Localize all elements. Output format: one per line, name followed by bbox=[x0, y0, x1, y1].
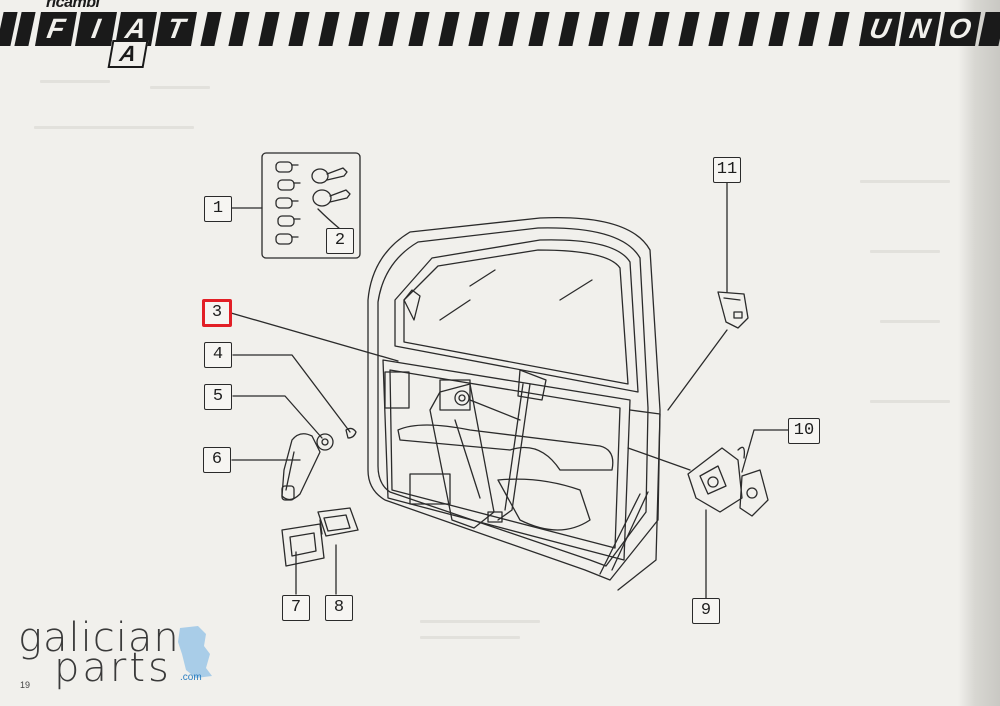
galicianparts-logo: galician parts .com bbox=[14, 618, 214, 688]
callout-2[interactable]: 2 bbox=[326, 228, 354, 254]
door-latch-drawing bbox=[687, 446, 769, 517]
callout-8[interactable]: 8 bbox=[325, 595, 353, 621]
callout-10[interactable]: 10 bbox=[788, 418, 820, 444]
callout-6[interactable]: 6 bbox=[203, 447, 231, 473]
bleed-text-line bbox=[860, 180, 950, 183]
ricambi-brand: ricambi bbox=[46, 0, 100, 11]
logo-line-parts: parts bbox=[54, 645, 172, 691]
callout-3-highlighted[interactable]: 3 bbox=[202, 299, 232, 327]
bleed-text-line bbox=[870, 250, 940, 253]
callout-leaders bbox=[230, 182, 790, 599]
bleed-text-line bbox=[40, 80, 110, 83]
callout-1[interactable]: 1 bbox=[204, 196, 232, 222]
bleed-text-line bbox=[420, 620, 540, 623]
page-edge-shadow bbox=[958, 0, 1000, 706]
callout-4[interactable]: 4 bbox=[204, 342, 232, 368]
lock-cylinder-kit-drawing bbox=[261, 152, 361, 259]
callout-11[interactable]: 11 bbox=[713, 157, 741, 183]
bleed-text-line bbox=[420, 636, 520, 639]
catalog-header: ricambi F I A T A U N O bbox=[0, 0, 1000, 68]
bleed-text-line bbox=[150, 86, 210, 89]
bleed-text-line bbox=[34, 126, 194, 129]
page-number: 19 bbox=[20, 680, 31, 690]
callout-7[interactable]: 7 bbox=[282, 595, 310, 621]
bleed-text-line bbox=[870, 400, 950, 403]
callout-9[interactable]: 9 bbox=[692, 598, 720, 624]
bleed-text-line bbox=[880, 320, 940, 323]
door-striker-drawing bbox=[717, 291, 749, 329]
door-shell-drawing bbox=[367, 216, 661, 591]
bezel-parts-drawing bbox=[281, 507, 359, 567]
logo-line-galician: galician bbox=[18, 615, 180, 661]
logo-suffix: .com bbox=[180, 672, 202, 683]
handle-parts-drawing bbox=[281, 427, 357, 501]
callout-5[interactable]: 5 bbox=[204, 384, 232, 410]
map-silhouette-icon bbox=[178, 626, 212, 678]
window-regulator-drawing bbox=[429, 369, 547, 529]
